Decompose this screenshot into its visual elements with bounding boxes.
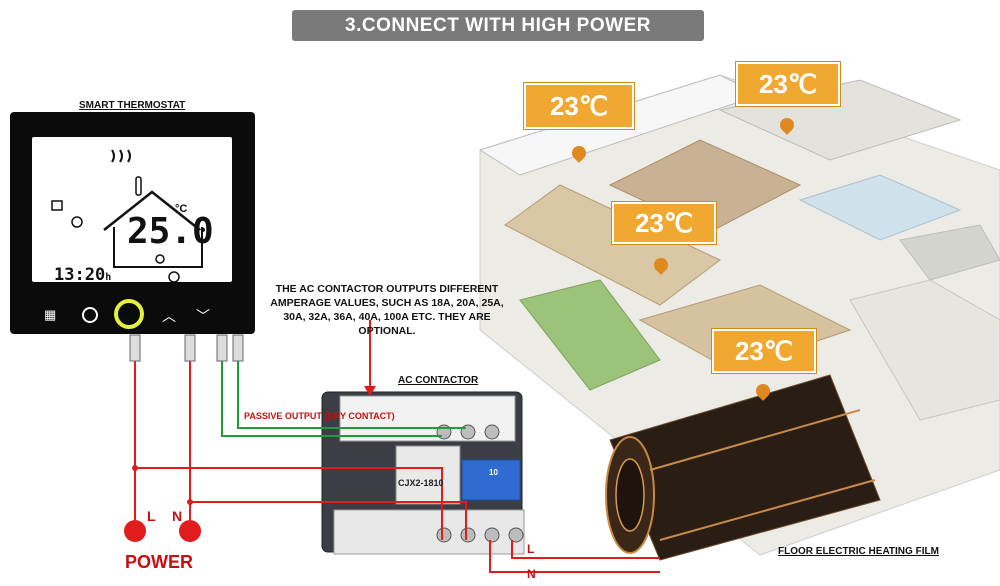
- clock-icon: [168, 271, 180, 282]
- sun-icon: [155, 254, 165, 264]
- room-temp-tag: 23℃: [524, 83, 634, 129]
- house-icon: [103, 190, 201, 231]
- thermostat-temperature: 25.0: [127, 211, 214, 252]
- house-floorplan: [478, 74, 1000, 556]
- power-line-terminal: [124, 520, 146, 542]
- heating-icon: [111, 149, 131, 163]
- clock-button[interactable]: [82, 307, 98, 323]
- film-neutral-label: N: [527, 567, 536, 581]
- power-button[interactable]: [114, 299, 144, 329]
- dry-contact-wires: [221, 360, 466, 437]
- thermostat-terminals: [129, 334, 244, 362]
- power-line-label: L: [147, 508, 156, 524]
- down-button[interactable]: ﹀: [196, 308, 210, 324]
- up-button[interactable]: ︿: [162, 308, 176, 324]
- film-line-label: L: [527, 542, 535, 556]
- thermostat-time: 13:20: [54, 265, 106, 285]
- thermometer-icon: [135, 176, 142, 196]
- thermostat-label: SMART THERMOSTAT: [79, 100, 186, 111]
- menu-button[interactable]: ▦: [44, 307, 57, 322]
- room-temp-tag: 23℃: [612, 202, 716, 244]
- power-neutral-terminal: [179, 520, 201, 542]
- room-temp-tag: 23℃: [712, 329, 816, 373]
- contactor-model: CJX2-1810: [398, 478, 444, 488]
- contactor-note: THE AC CONTACTOR OUTPUTS DIFFERENT AMPER…: [270, 283, 504, 337]
- page-title: 3.CONNECT WITH HIGH POWER: [292, 10, 704, 41]
- program-icon: [51, 200, 63, 211]
- ac-contactor: [321, 391, 525, 555]
- thermostat-time-suffix: h: [105, 272, 112, 283]
- thermostat-screen: 25.0 °C 13:20h: [32, 137, 232, 285]
- heating-film-roll: [605, 374, 881, 561]
- passive-output-label: PASSIVE OUTPUT (DRY CONTACT): [244, 411, 395, 421]
- heating-film-label: FLOOR ELECTRIC HEATING FILM: [778, 546, 939, 557]
- power-wires: [134, 320, 660, 573]
- economy-icon: [71, 216, 83, 228]
- contactor-label: AC CONTACTOR: [398, 375, 479, 386]
- power-label: POWER: [125, 552, 194, 572]
- contactor-terminal-number: 10: [489, 468, 498, 477]
- power-neutral-label: N: [172, 508, 183, 524]
- room-temp-tag: 23℃: [736, 62, 840, 106]
